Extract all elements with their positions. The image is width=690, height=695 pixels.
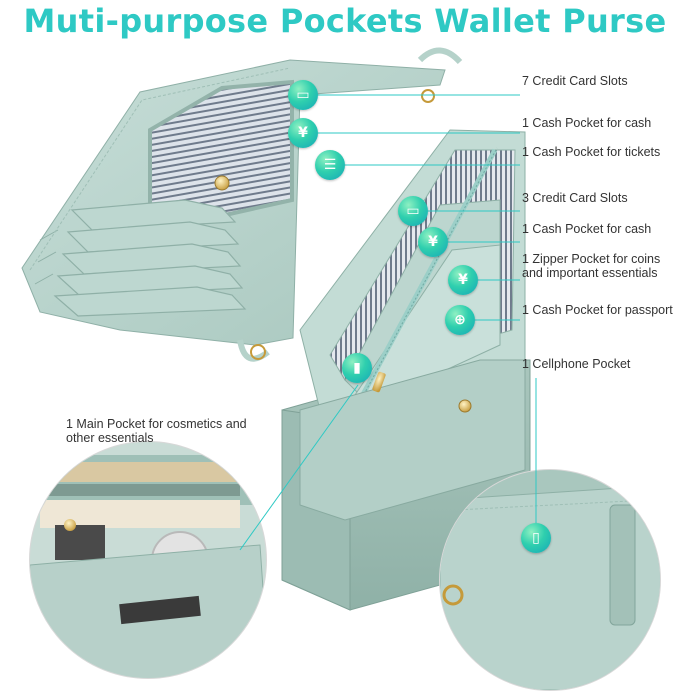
callout-label: 1 Cash Pocket for tickets (522, 145, 661, 159)
callout-label: 3 Credit Card Slots (522, 191, 628, 205)
detail-cellphone-pocket (439, 469, 661, 691)
callout-label: 1 Zipper Pocket for coins and important … (522, 252, 661, 280)
callout-label: 1 Main Pocket for cosmetics and other es… (66, 417, 247, 445)
page-title: Muti-purpose Pockets Wallet Purse (23, 2, 667, 40)
detail-main-pocket (29, 441, 267, 679)
coins-icon: ¥ (448, 265, 478, 295)
yen-icon: ¥ (418, 227, 448, 257)
cellphone-icon: ▯ (521, 523, 551, 553)
ticket-icon: ☰ (315, 150, 345, 180)
credit-card-icon: ▭ (398, 196, 428, 226)
callout-label: 7 Credit Card Slots (522, 74, 628, 88)
callout-label: 1 Cash Pocket for cash (522, 116, 652, 130)
yen-icon: ¥ (288, 118, 318, 148)
callout-label: 1 Cash Pocket for passport (522, 303, 673, 317)
passport-icon: ⊕ (445, 305, 475, 335)
lipstick-icon: ▮ (342, 353, 372, 383)
callout-label: 1 Cash Pocket for cash (522, 222, 652, 236)
callout-lines (239, 94, 537, 551)
wallet-flap (21, 59, 446, 346)
credit-card-icon: ▭ (288, 80, 318, 110)
callout-label: 1 Cellphone Pocket (522, 357, 631, 371)
